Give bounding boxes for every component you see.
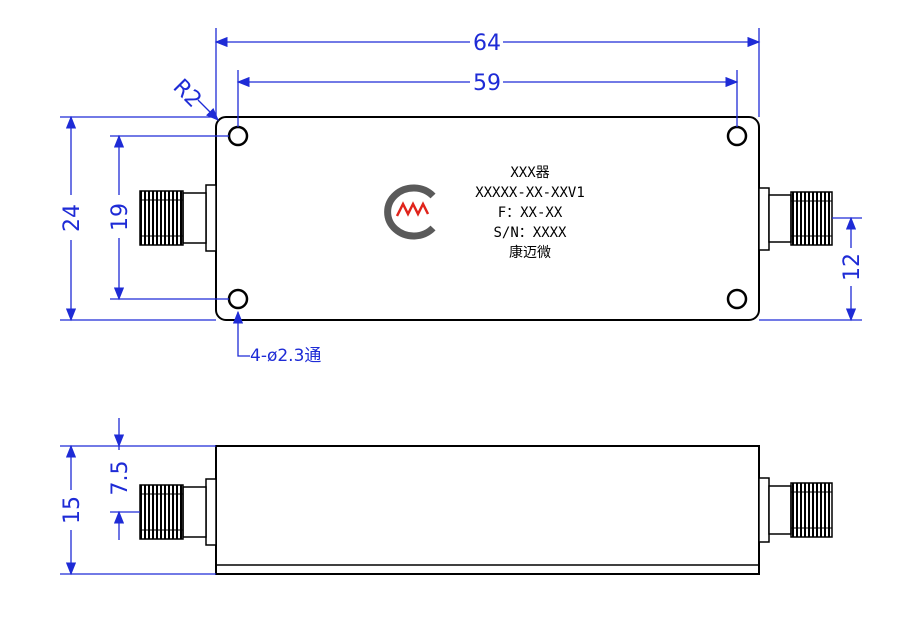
label-line-2: XXXXX-XX-XXV1: [475, 185, 585, 201]
dimension-label-64: 64: [473, 31, 501, 56]
side-right-connector: [758, 477, 833, 543]
right-connector: [758, 187, 833, 251]
leader-mounting-holes: [232, 310, 250, 357]
dimension-label-59: 59: [473, 71, 501, 96]
mounting-hole-bottom-left: [227, 288, 249, 310]
side-view-dimensions: [60, 418, 216, 576]
side-left-connector: [139, 478, 217, 546]
mounting-hole-top-left: [227, 125, 249, 147]
side-view-body: [215, 445, 760, 575]
dimension-label-24: 24: [60, 204, 85, 232]
top-view-dimensions: [60, 28, 862, 357]
top-view-body: [215, 116, 760, 321]
dimension-label-r2: R2: [168, 75, 206, 113]
side-view: [139, 445, 833, 575]
mounting-hole-top-right: [726, 125, 748, 147]
dimension-label-19: 19: [108, 203, 133, 231]
dimension-label-12: 12: [840, 253, 865, 281]
left-connector: [139, 184, 217, 252]
label-line-5: 康迈微: [509, 244, 551, 261]
label-line-4: S/N：XXXX: [493, 225, 567, 241]
dimension-label-7-5: 7.5: [108, 461, 133, 496]
mounting-hole-bottom-right: [726, 288, 748, 310]
top-view: XXX器 XXXXX-XX-XXV1 F：XX-XX S/N：XXXX 康迈微: [139, 116, 833, 321]
label-line-1: XXX器: [510, 165, 549, 181]
label-line-3: F：XX-XX: [498, 205, 563, 221]
dimension-label-15: 15: [60, 496, 85, 524]
company-logo: [384, 184, 436, 240]
dimension-label-mounting-holes: 4-ø2.3通: [250, 346, 321, 366]
